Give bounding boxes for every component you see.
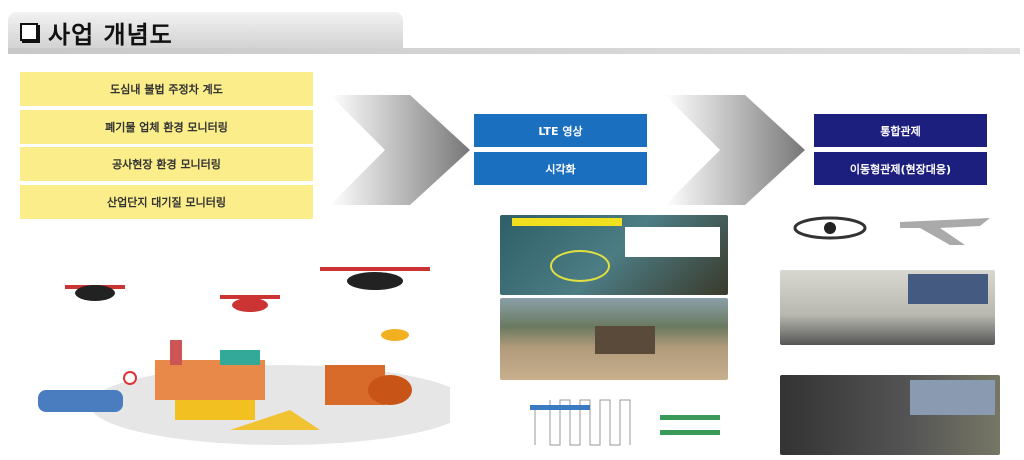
drone-icon [220, 295, 280, 312]
operator-image [780, 375, 1000, 455]
construction-site-image [500, 298, 728, 380]
use-case-waste-monitoring: 폐기물 업체 환경 모니터링 [20, 110, 313, 144]
flow-arrow-icon [330, 95, 470, 205]
flow-arrow-icon [665, 95, 805, 205]
use-case-construction-monitoring: 공사현장 환경 모니터링 [20, 147, 313, 181]
drone-icon [320, 267, 430, 290]
drone-city-illustration [38, 267, 450, 445]
integrated-control-box: 통합관제 [814, 114, 987, 147]
section-header: 사업 개념도 [8, 12, 403, 52]
aerial-map-image [500, 215, 728, 295]
use-case-air-quality-monitoring: 산업단지 대기질 모니터링 [20, 185, 313, 219]
drone-aircraft-images [793, 216, 990, 245]
lte-video-box: LTE 영상 [474, 114, 647, 147]
checkbox-square-icon [20, 23, 38, 41]
control-room-image [780, 270, 995, 345]
header-divider [8, 48, 1020, 54]
flight-path-diagram [530, 399, 720, 446]
car-icon [38, 390, 123, 412]
drone-icon [65, 285, 125, 301]
page-title: 사업 개념도 [48, 20, 173, 49]
use-case-illegal-parking: 도심내 불법 주정차 계도 [20, 72, 313, 106]
visualization-box: 시각화 [474, 152, 647, 185]
mobile-control-box: 이동형관제(현장대응) [814, 152, 987, 185]
truck-icon [175, 400, 255, 420]
